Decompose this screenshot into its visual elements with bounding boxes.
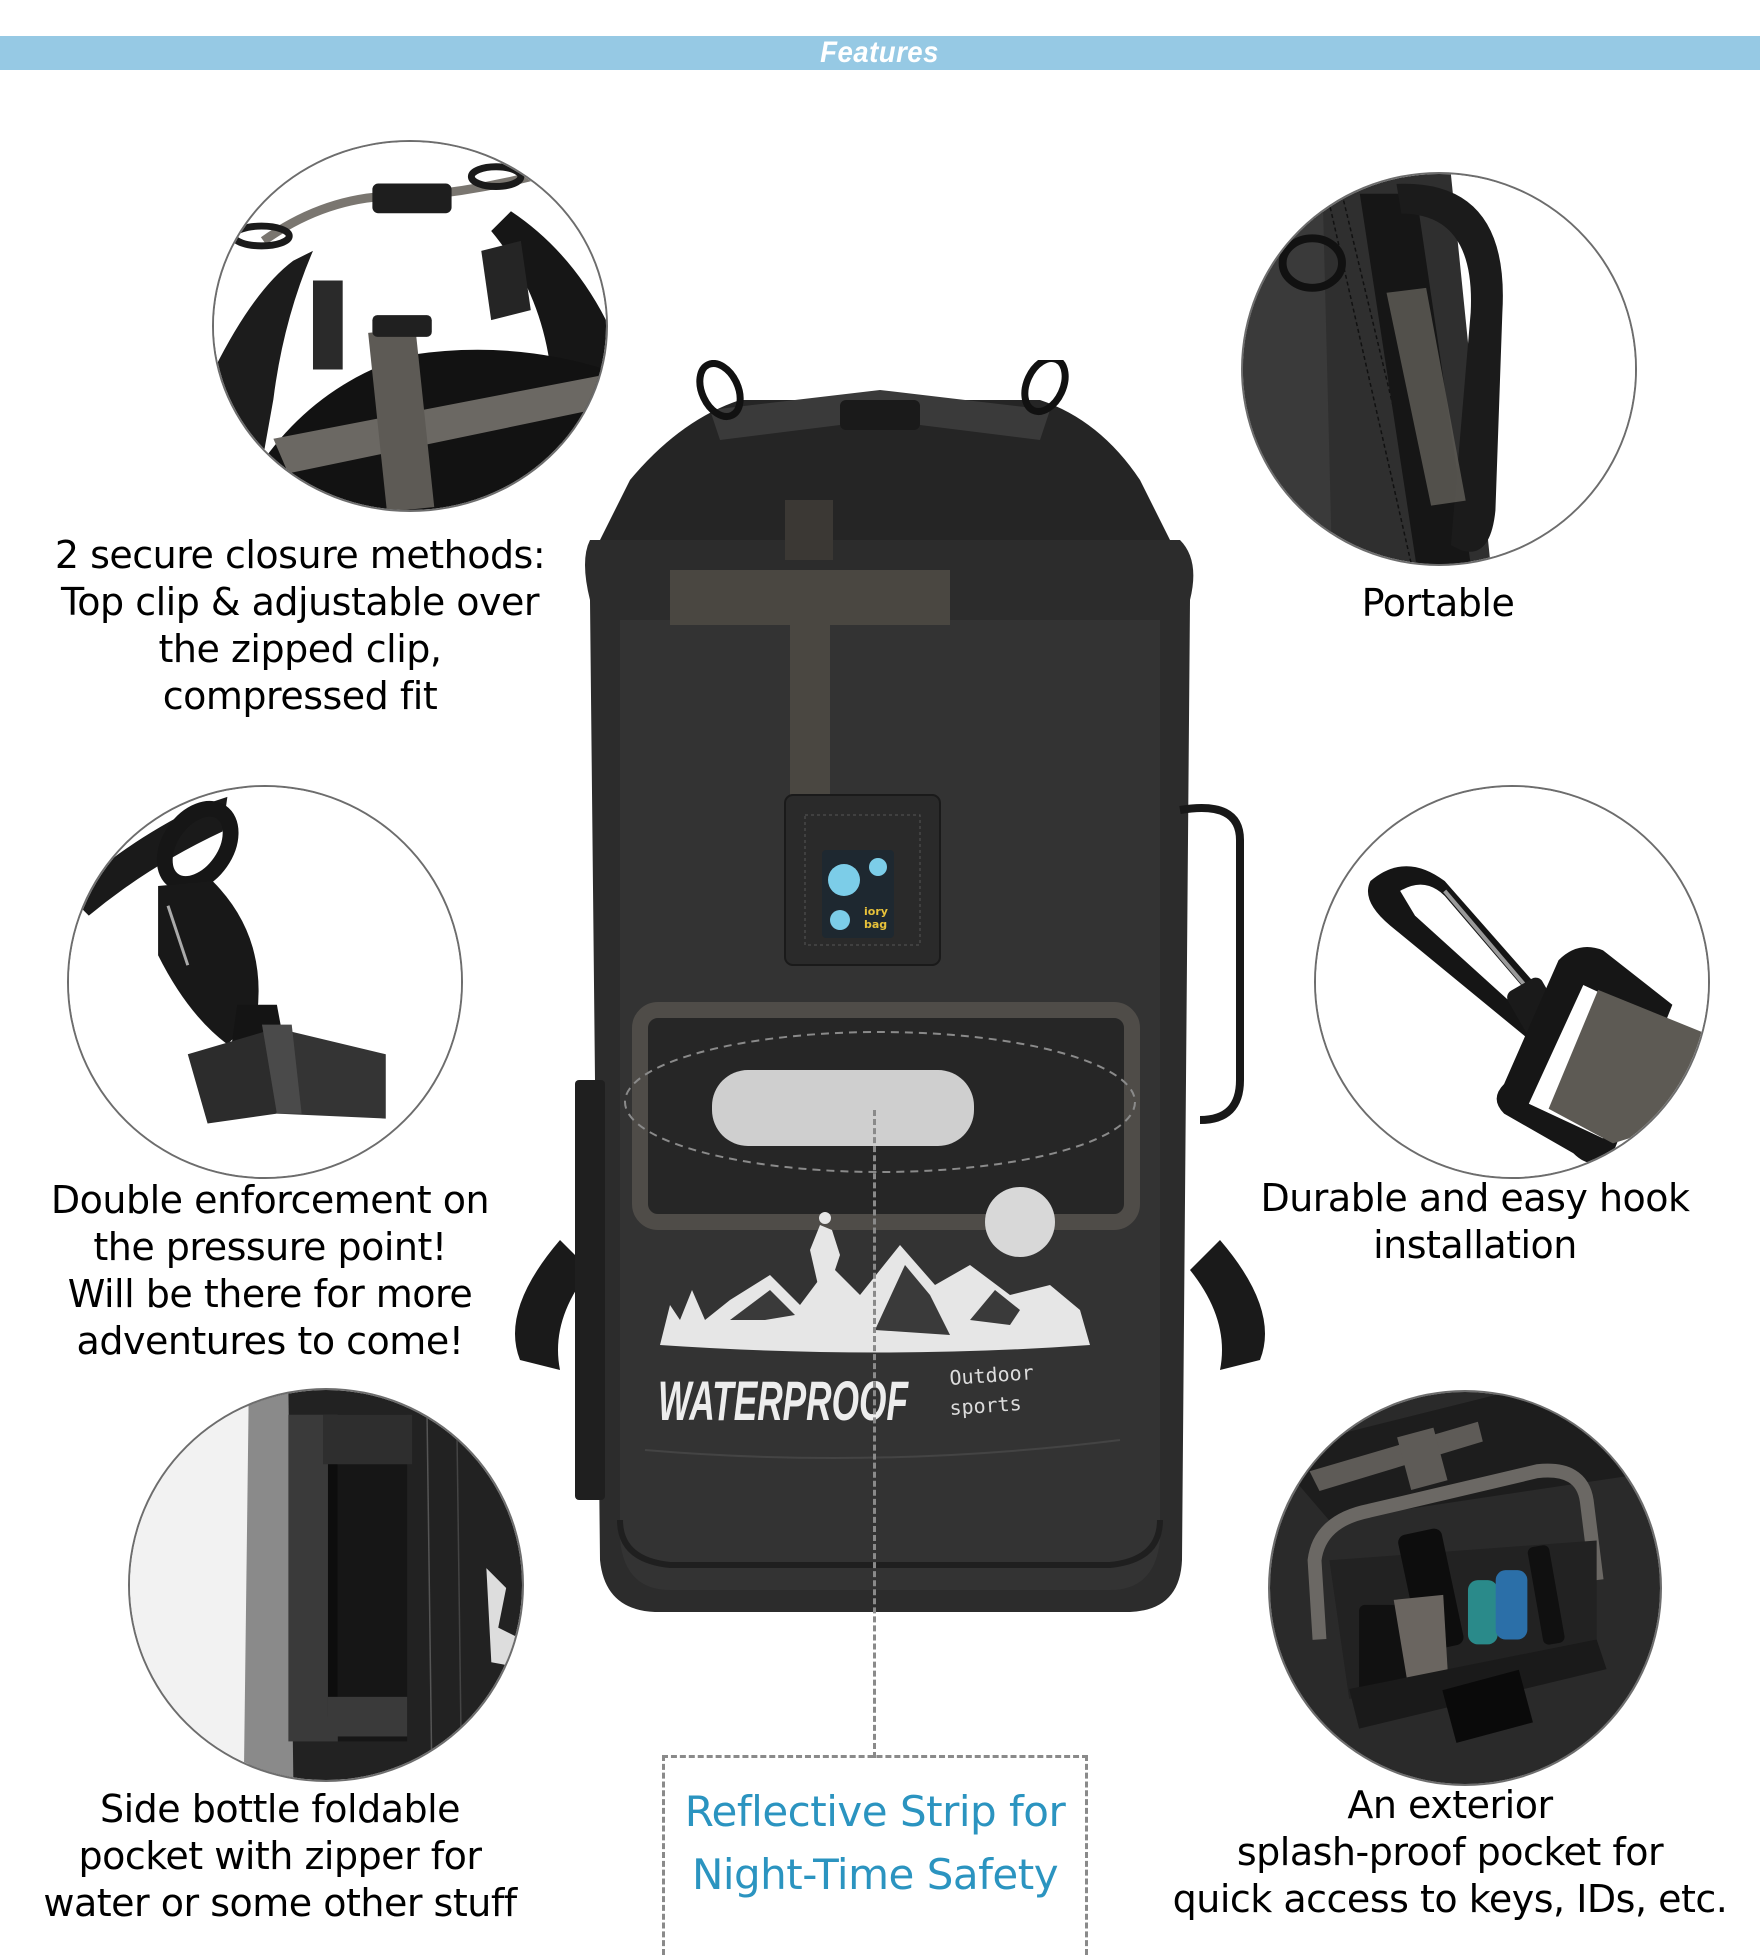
side-pocket-image [128, 1388, 524, 1782]
portable-caption: Portable [1238, 580, 1638, 627]
portable-handle-image [1241, 172, 1637, 566]
caption-line: 2 secure closure methods: [54, 533, 546, 577]
hook-caption: Durable and easy hook installation [1240, 1175, 1710, 1269]
print-script-line2: sports [949, 1391, 1023, 1420]
front-pocket-caption: An exterior splash-proof pocket for quic… [1140, 1782, 1760, 1923]
caption-line: compressed fit [162, 674, 438, 718]
caption-line: installation [1373, 1223, 1577, 1267]
brand-logo-line1: iory [864, 905, 888, 918]
callout-line: Night-Time Safety [691, 1850, 1059, 1899]
brand-logo-line2: bag [864, 918, 887, 931]
caption-line: quick access to keys, IDs, etc. [1172, 1877, 1728, 1921]
caption-line: An exterior [1347, 1783, 1553, 1827]
caption-line: splash-proof pocket for [1236, 1830, 1664, 1874]
pressure-point-image [67, 785, 463, 1179]
callout-line: Reflective Strip for [684, 1787, 1066, 1836]
features-header-bar: Features [0, 36, 1760, 70]
caption-line: Portable [1361, 581, 1515, 625]
caption-line: the pressure point! [93, 1225, 447, 1269]
reflective-strip-callout: Reflective Strip for Night-Time Safety [662, 1755, 1088, 1955]
closure-detail-image [212, 140, 608, 512]
caption-line: water or some other stuff [43, 1881, 517, 1925]
hook-detail-image [1314, 785, 1710, 1179]
caption-line: Top clip & adjustable over [60, 580, 540, 624]
callout-connector-line [873, 1110, 876, 1758]
caption-line: the zipped clip, [158, 627, 442, 671]
front-pocket-image [1268, 1390, 1662, 1786]
caption-line: adventures to come! [76, 1319, 464, 1363]
pressure-point-caption: Double enforcement on the pressure point… [20, 1177, 520, 1365]
side-pocket-caption: Side bottle foldable pocket with zipper … [20, 1786, 540, 1927]
print-script-line1: Outdoor [949, 1360, 1035, 1390]
header-title: Features [820, 36, 940, 69]
backpack-product-image: iory bag [480, 360, 1300, 1620]
waterproof-print: WATERPROOF [658, 1369, 909, 1432]
caption-line: Will be there for more [67, 1272, 473, 1316]
caption-line: pocket with zipper for [78, 1834, 482, 1878]
callout-text: Reflective Strip for Night-Time Safety [665, 1780, 1085, 1906]
caption-line: Side bottle foldable [99, 1787, 461, 1831]
closure-caption: 2 secure closure methods: Top clip & adj… [20, 532, 580, 720]
caption-line: Durable and easy hook [1260, 1176, 1690, 1220]
caption-line: Double enforcement on [50, 1178, 490, 1222]
